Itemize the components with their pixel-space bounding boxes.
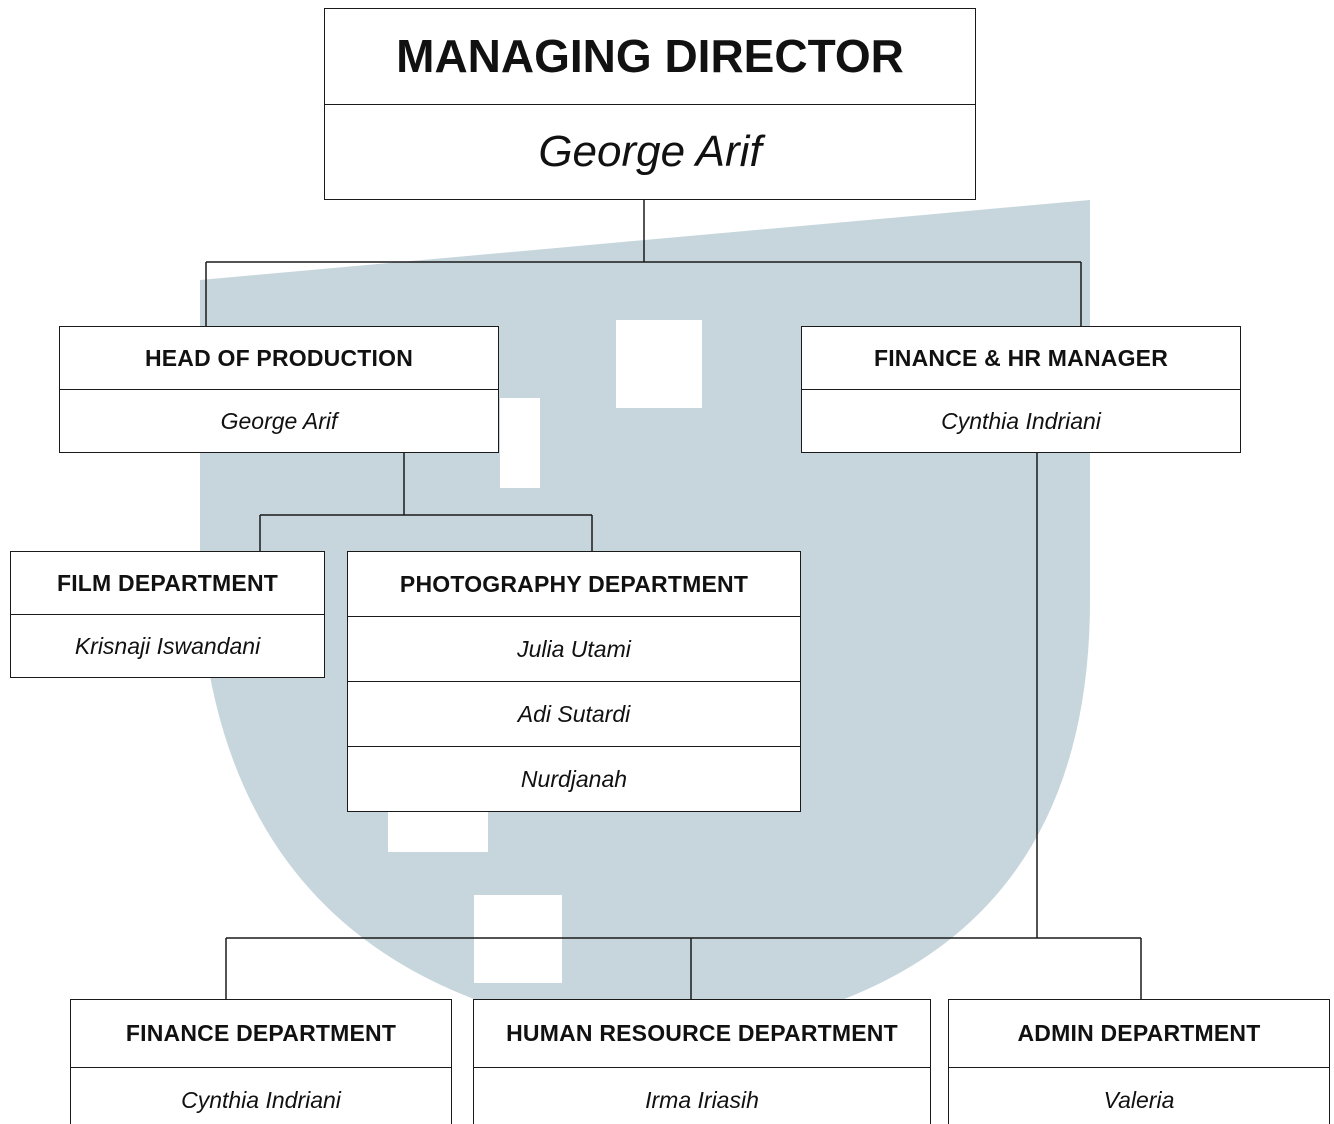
- finance-hr-manager-title: FINANCE & HR MANAGER: [873, 344, 1169, 371]
- head-of-production-name: George Arif: [60, 389, 498, 452]
- managing-director-name: George Arif: [325, 103, 975, 200]
- human-resource-department-box: HUMAN RESOURCE DEPARTMENT Irma Iriasih: [473, 999, 931, 1124]
- film-department-title: FILM DEPARTMENT: [56, 569, 279, 596]
- head-of-production-box: HEAD OF PRODUCTION George Arif: [59, 326, 499, 453]
- finance-hr-manager-name: Cynthia Indriani: [802, 389, 1240, 452]
- film-department-name: Krisnaji Iswandani: [11, 614, 324, 677]
- photography-member: Adi Sutardi: [348, 681, 800, 746]
- watermark-square: [388, 812, 488, 852]
- head-of-production-title: HEAD OF PRODUCTION: [144, 344, 414, 371]
- finance-department-box: FINANCE DEPARTMENT Cynthia Indriani: [70, 999, 452, 1124]
- managing-director-box: MANAGING DIRECTOR George Arif: [324, 8, 976, 200]
- watermark-square: [500, 398, 540, 488]
- human-resource-department-name: Irma Iriasih: [474, 1066, 930, 1124]
- watermark-square: [474, 895, 562, 983]
- photography-department-box: PHOTOGRAPHY DEPARTMENT Julia Utami Adi S…: [347, 551, 801, 812]
- film-department-box: FILM DEPARTMENT Krisnaji Iswandani: [10, 551, 325, 678]
- admin-department-name: Valeria: [949, 1066, 1329, 1124]
- admin-department-title: ADMIN DEPARTMENT: [1017, 1019, 1261, 1046]
- photography-department-title: PHOTOGRAPHY DEPARTMENT: [399, 570, 749, 597]
- finance-department-title: FINANCE DEPARTMENT: [125, 1019, 397, 1046]
- admin-department-box: ADMIN DEPARTMENT Valeria: [948, 999, 1330, 1124]
- finance-hr-manager-box: FINANCE & HR MANAGER Cynthia Indriani: [801, 326, 1241, 453]
- photography-member: Nurdjanah: [348, 746, 800, 811]
- watermark-square: [616, 320, 702, 408]
- photography-member: Julia Utami: [348, 616, 800, 681]
- finance-department-name: Cynthia Indriani: [71, 1066, 451, 1124]
- human-resource-department-title: HUMAN RESOURCE DEPARTMENT: [506, 1019, 898, 1046]
- managing-director-title: MANAGING DIRECTOR: [396, 30, 904, 83]
